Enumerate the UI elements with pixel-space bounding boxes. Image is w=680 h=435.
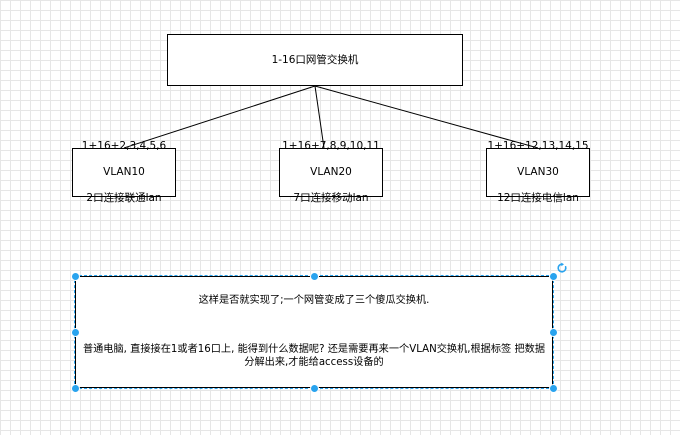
resize-handle-middle-left[interactable] — [71, 328, 80, 337]
resize-handle-bottom-left[interactable] — [71, 384, 80, 393]
note-paragraph-gap — [82, 320, 546, 332]
vlan10-ports: 1+16+2,3,4,5,6 — [81, 140, 167, 152]
vlan20-uplink: 7口连接移动lan — [293, 192, 369, 204]
vlan30-name: VLAN30 — [517, 166, 559, 178]
vlan20-ports: 1+16+7,8,9,10,11 — [282, 140, 380, 152]
resize-handle-middle-right[interactable] — [549, 328, 558, 337]
vlan10-node-label: 1+16+2,3,4,5,6 VLAN10 2口连接联通lan — [82, 127, 166, 218]
resize-handle-top-right[interactable] — [549, 272, 558, 281]
resize-handle-bottom-center[interactable] — [310, 384, 319, 393]
resize-handle-top-center[interactable] — [310, 272, 319, 281]
resize-handle-bottom-right[interactable] — [549, 384, 558, 393]
vlan10-uplink: 2口连接联通lan — [86, 192, 162, 204]
vlan20-name: VLAN20 — [310, 166, 352, 178]
note-line-explanation: 普通电脑, 直接接在1或者16口上, 能得到什么数据呢? 还是需要再来一个VLA… — [82, 344, 546, 368]
vlan20-node-label: 1+16+7,8,9,10,11 VLAN20 7口连接移动lan — [282, 127, 380, 218]
vlan10-name: VLAN10 — [103, 166, 145, 178]
rotate-icon[interactable] — [556, 262, 568, 274]
vlan30-node-label: 1+16+12,13,14,15 VLAN30 12口连接电信lan — [487, 127, 588, 218]
switch-node[interactable]: 1-16口网管交换机 — [167, 34, 463, 86]
vlan20-node[interactable]: 1+16+7,8,9,10,11 VLAN20 7口连接移动lan — [279, 140, 383, 204]
switch-node-label: 1-16口网管交换机 — [271, 53, 359, 66]
vlan10-node[interactable]: 1+16+2,3,4,5,6 VLAN10 2口连接联通lan — [72, 140, 176, 204]
note-line-question: 这样是否就实现了;一个网管变成了三个傻瓜交换机. — [198, 294, 430, 306]
note-textbox[interactable]: 这样是否就实现了;一个网管变成了三个傻瓜交换机. 普通电脑, 直接接在1或者16… — [74, 275, 554, 389]
resize-handle-top-left[interactable] — [71, 272, 80, 281]
vlan30-uplink: 12口连接电信lan — [497, 192, 579, 204]
vlan30-ports: 1+16+12,13,14,15 — [487, 140, 589, 152]
vlan30-node[interactable]: 1+16+12,13,14,15 VLAN30 12口连接电信lan — [486, 140, 590, 204]
note-textbox-label: 这样是否就实现了;一个网管变成了三个傻瓜交换机. 普通电脑, 直接接在1或者16… — [82, 282, 546, 382]
